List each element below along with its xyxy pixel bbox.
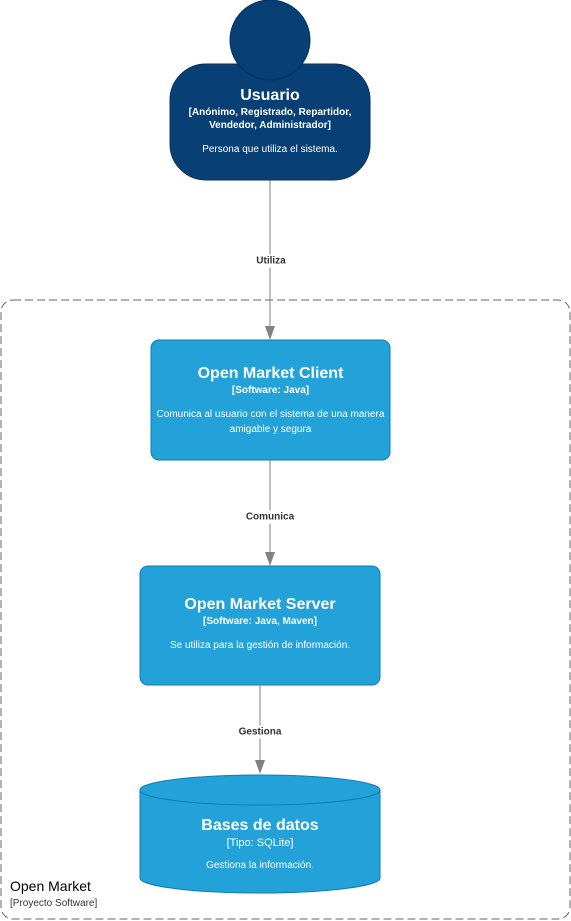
- boundary-title: Open Market: [10, 878, 91, 894]
- database-tech: [Tipo: SQLite]: [226, 837, 294, 849]
- database-cylinder-body: [139, 790, 381, 894]
- edge-gestiona-arrowhead: [255, 760, 265, 774]
- server-container-box: [139, 565, 381, 686]
- edge-label-utiliza: Utiliza: [253, 254, 289, 268]
- person-title: Usuario: [240, 87, 300, 104]
- server-description: Se utiliza para la gestión de informació…: [169, 640, 351, 651]
- client-description: Comunica al usuario con el sistema de un…: [156, 409, 385, 435]
- person-description: Persona que utiliza el sistema.: [202, 144, 338, 155]
- database-cylinder-top: [139, 774, 381, 806]
- server-title: Open Market Server: [184, 596, 336, 613]
- database-description: Gestiona la información.: [206, 860, 314, 871]
- edge-comunica-arrowhead: [265, 552, 275, 566]
- server-tech: [Software: Java, Maven]: [203, 616, 317, 627]
- database-node: Bases de datos [Tipo: SQLite] Gestiona l…: [145, 816, 375, 873]
- person-node: Usuario [Anónimo, Registrado, Repartidor…: [176, 86, 364, 157]
- database-title: Bases de datos: [201, 817, 319, 834]
- boundary-type: [Proyecto Software]: [10, 898, 98, 909]
- client-tech: [Software: Java]: [231, 385, 310, 396]
- client-title: Open Market Client: [197, 365, 344, 382]
- edge-label-comunica: Comunica: [242, 510, 298, 524]
- server-node: Open Market Server [Software: Java, Mave…: [145, 595, 375, 653]
- edge-label-gestiona: Gestiona: [235, 725, 285, 739]
- edge-utiliza-arrowhead: [265, 326, 275, 340]
- client-container-box: [150, 339, 391, 461]
- person-tech: [Anónimo, Registrado, Repartidor, Vended…: [188, 107, 352, 131]
- client-node: Open Market Client [Software: Java] Comu…: [156, 364, 385, 437]
- person-head: [229, 0, 311, 81]
